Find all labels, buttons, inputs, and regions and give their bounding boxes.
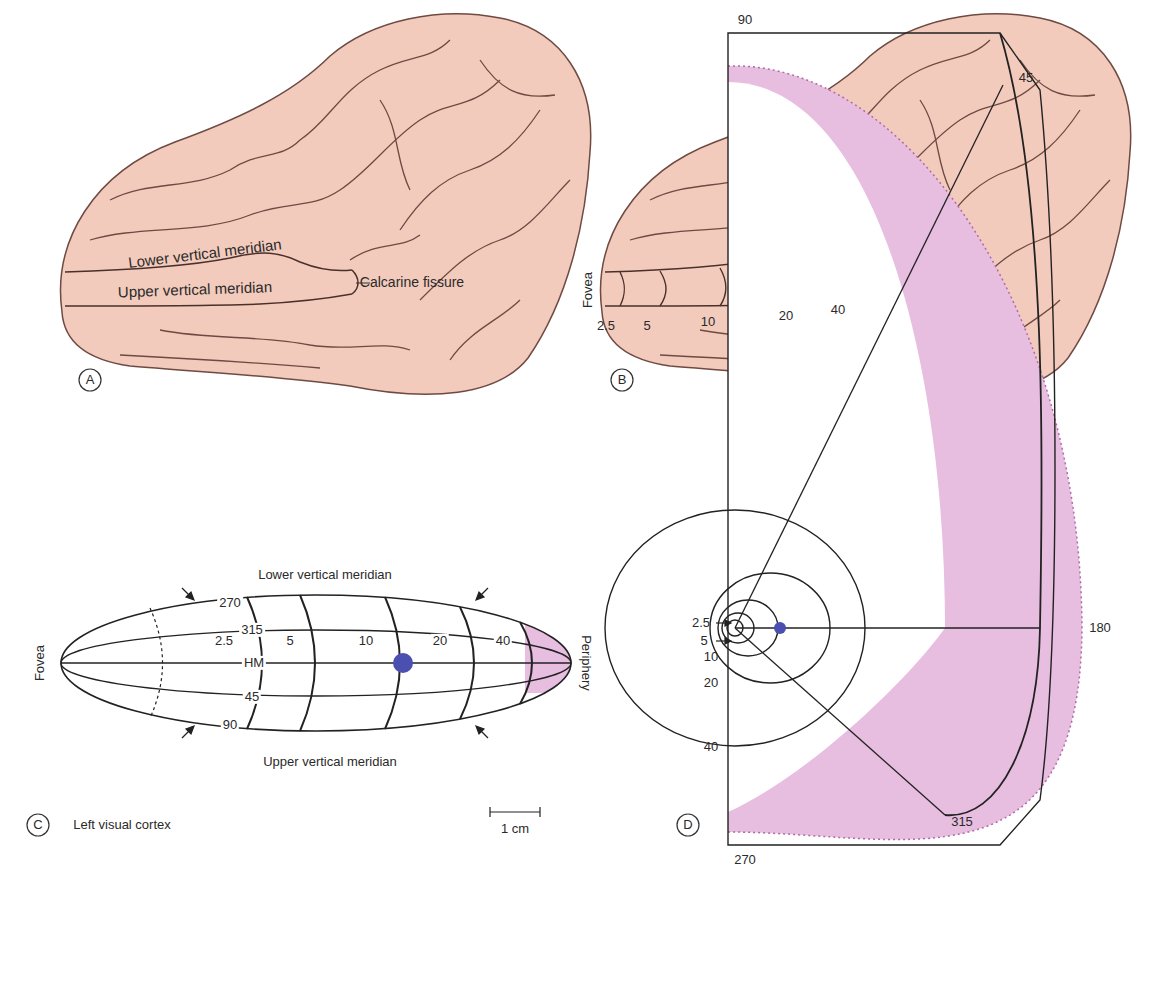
meridian-label: Lower vertical meridian [256,568,394,582]
polar-angle-number: 315 [949,815,975,829]
eccentricity-number: 40 [494,634,512,648]
eccentricity-number: 2.5 [213,634,235,648]
polar-angle-number: 270 [217,596,243,610]
region-label: Periphery [579,633,593,693]
scale-label: 1 cm [499,822,531,836]
polar-angle-number: 45 [1017,71,1035,85]
region-label: Fovea [33,643,47,683]
structure-label: Calcarine fissure [358,275,466,290]
polar-angle-number: 180 [1087,621,1113,635]
region-label: Fovea [581,270,595,310]
eccentricity-number: 10 [702,650,720,664]
panel-letter: D [681,818,694,832]
eccentricity-number: 10 [357,634,375,648]
eccentricity-number: 5 [698,634,709,648]
panel-caption: Left visual cortex [71,818,173,832]
polar-angle-number: 90 [221,718,239,732]
eccentricity-number: 20 [777,309,795,323]
eccentricity-number: 10 [699,315,717,329]
eccentricity-number: 2.5 [690,616,712,630]
eccentricity-number: 5 [284,634,295,648]
eccentricity-number: 20 [702,676,720,690]
polar-angle-number: 270 [732,853,758,867]
eccentricity-number: 20 [431,634,449,648]
meridian-label: Upper vertical meridian [261,755,399,769]
panel-letter: A [84,373,97,387]
meridian-label: HM [242,656,266,670]
polar-angle-number: 315 [239,623,265,637]
eccentricity-number: 40 [702,740,720,754]
polar-angle-number: 45 [243,690,261,704]
eccentricity-number: 2.5 [595,319,617,333]
eccentricity-number: 5 [641,319,652,333]
panel-letter: C [31,818,44,832]
eccentricity-number: 40 [829,303,847,317]
polar-angle-number: 90 [736,13,754,27]
panel-letter: B [616,373,629,387]
